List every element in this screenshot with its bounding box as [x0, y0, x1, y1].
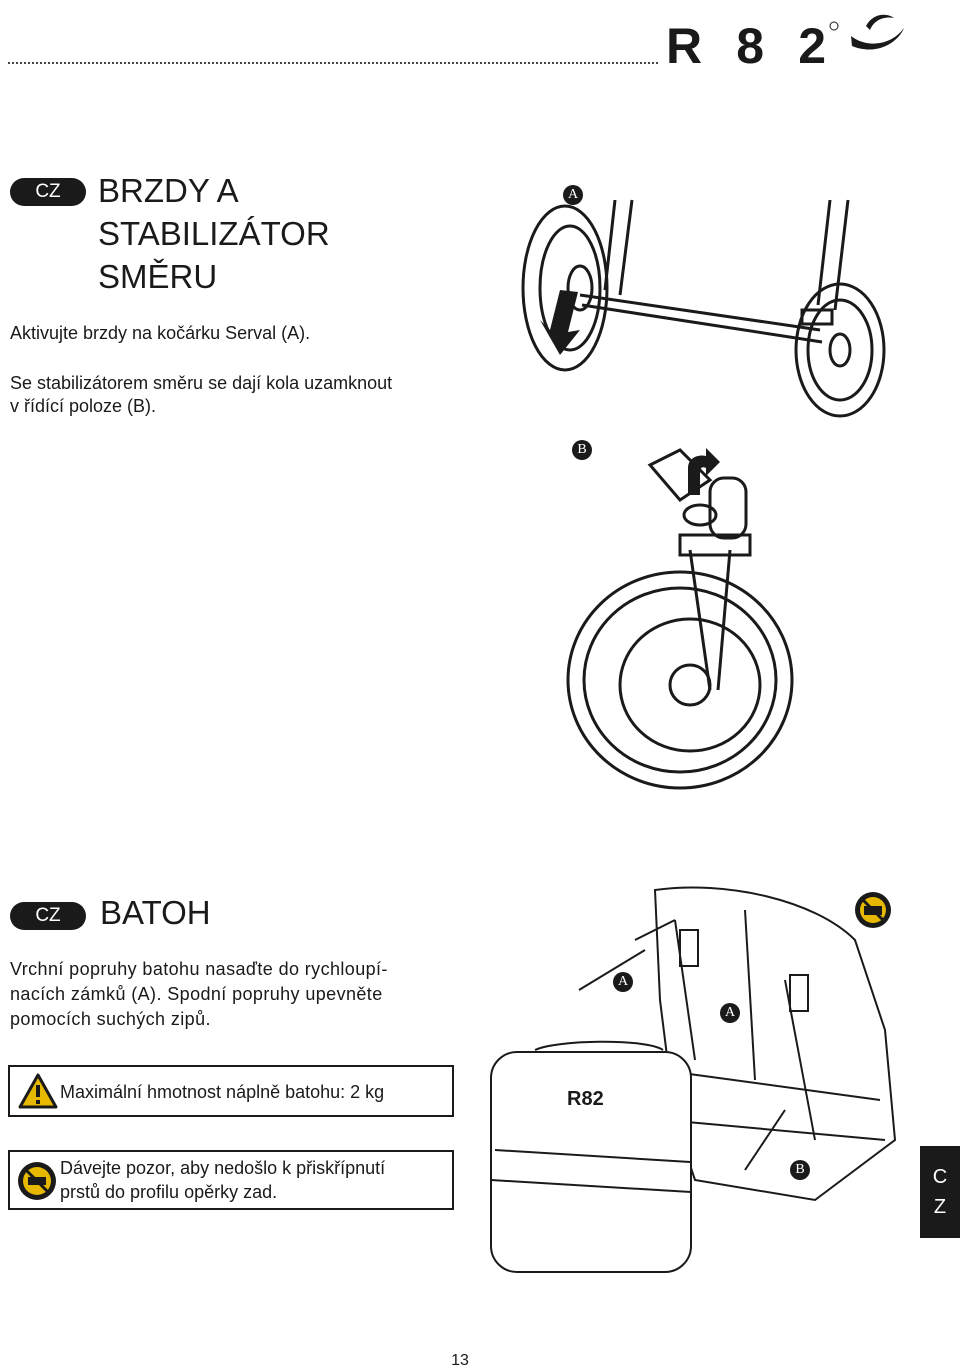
no-hand-icon-small [855, 892, 891, 928]
callout-a-brake: A [563, 185, 583, 205]
warning-box-pinch: Dávejte pozor, aby nedošlo k přiskřípnut… [8, 1150, 454, 1210]
section1-para2-line2: v řídící poloze (B). [10, 396, 157, 416]
section2-para-line3: pomocích suchých zipů. [10, 1009, 211, 1029]
warning-box-weight: Maximální hmotnost náplně batohu: 2 kg [8, 1065, 454, 1117]
pinch-hazard-icon [18, 1162, 56, 1200]
warning-weight-text: Maximální hmotnost náplně batohu: 2 kg [60, 1082, 385, 1102]
brake-wheels-illustration [521, 199, 886, 418]
lang-badge-cz-2: CZ [10, 902, 86, 930]
section1-para2-line1: Se stabilizátorem směru se dají kola uza… [10, 373, 393, 393]
callout-b-swivel: B [572, 440, 592, 460]
callout-a-strap-left: A [613, 972, 633, 992]
logo-text: R82 [666, 18, 826, 66]
warning-triangle-icon [18, 1073, 58, 1109]
section1-title-line1: BRZDY A [98, 172, 239, 209]
backpack-seat-illustration: R82 [490, 886, 897, 1273]
lang-badge-cz: CZ [10, 178, 86, 206]
section2-para-line1: Vrchní popruhy batohu nasaďte do rychlou… [10, 959, 388, 979]
page-number: 13 [451, 1352, 469, 1369]
callout-a-strap-right: A [720, 1003, 740, 1023]
callout-b-velcro: B [790, 1160, 810, 1180]
r82-logo: R82 [666, 14, 904, 66]
section1-title-line2: STABILIZÁTOR [98, 215, 330, 252]
header-dotted-rule [8, 62, 658, 64]
side-language-tab: C Z [920, 1146, 960, 1238]
side-tab-line1: C [932, 1166, 948, 1188]
section1-para1: Aktivujte brzdy na kočárku Serval (A). [10, 323, 311, 343]
side-tab-line2: Z [933, 1196, 947, 1218]
swivel-wheel-illustration [566, 448, 794, 790]
section2-para-line2: nacích zámků (A). Spodní popruhy upevnět… [10, 984, 383, 1004]
backpack-logo: R82 [567, 1088, 604, 1110]
section2-title: BATOH [100, 894, 211, 931]
warning-pinch-line2: prstů do profilu opěrky zad. [60, 1182, 278, 1202]
warning-pinch-line1: Dávejte pozor, aby nedošlo k přiskřípnut… [60, 1158, 386, 1178]
section1-title-line3: SMĚRU [98, 258, 218, 295]
